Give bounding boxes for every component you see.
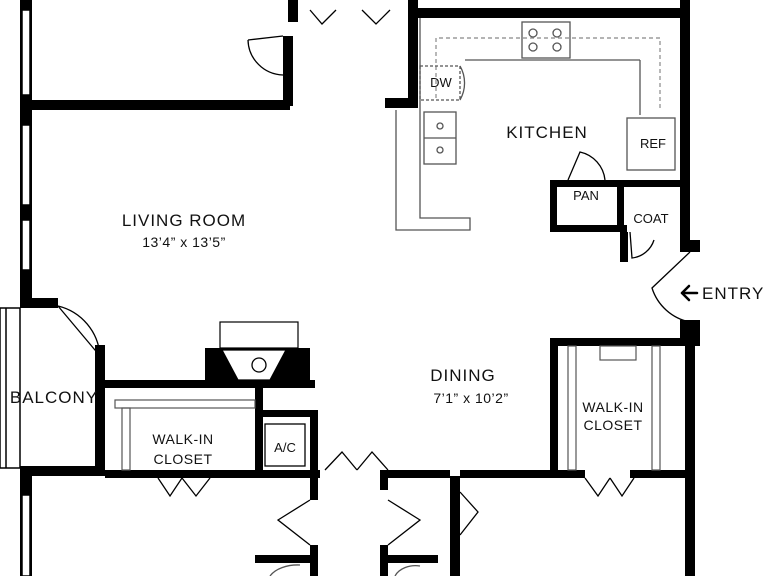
- walk-in-closet-right-line1: WALK-IN: [582, 399, 643, 415]
- living-room-dims: 13’4” x 13’5”: [142, 234, 226, 250]
- living-room-label: LIVING ROOM: [122, 211, 246, 230]
- doors: [57, 9, 691, 546]
- kitchen-label: KITCHEN: [506, 123, 588, 142]
- ac-unit: [264, 423, 306, 467]
- dishwasher-label: DW: [430, 75, 452, 90]
- coat-closet-label: COAT: [633, 211, 668, 226]
- kitchen-fixtures: [395, 18, 676, 231]
- walls: [20, 0, 700, 576]
- balcony-label: BALCONY: [10, 388, 98, 407]
- arrow-left-icon: [680, 284, 699, 302]
- pantry-label: PAN: [573, 188, 599, 203]
- bath-fixtures: [269, 564, 421, 576]
- refrigerator-label: REF: [640, 136, 666, 151]
- ac-label: A/C: [274, 440, 296, 455]
- closet-shelves: [114, 321, 661, 471]
- walk-in-closet-left-line1: WALK-IN: [152, 431, 213, 447]
- walk-in-closet-right-line2: CLOSET: [583, 417, 642, 433]
- walk-in-closet-left-line2: CLOSET: [153, 451, 212, 467]
- cabinets-dashed: [435, 37, 661, 108]
- balcony-area: [0, 307, 21, 469]
- entry-label: ENTRY: [702, 284, 764, 303]
- dining-dims: 7’1” x 10’2”: [433, 390, 508, 406]
- dining-label: DINING: [430, 366, 496, 385]
- fireplace-vent: [220, 349, 288, 381]
- windows: [21, 9, 31, 576]
- dishwasher: [419, 65, 466, 101]
